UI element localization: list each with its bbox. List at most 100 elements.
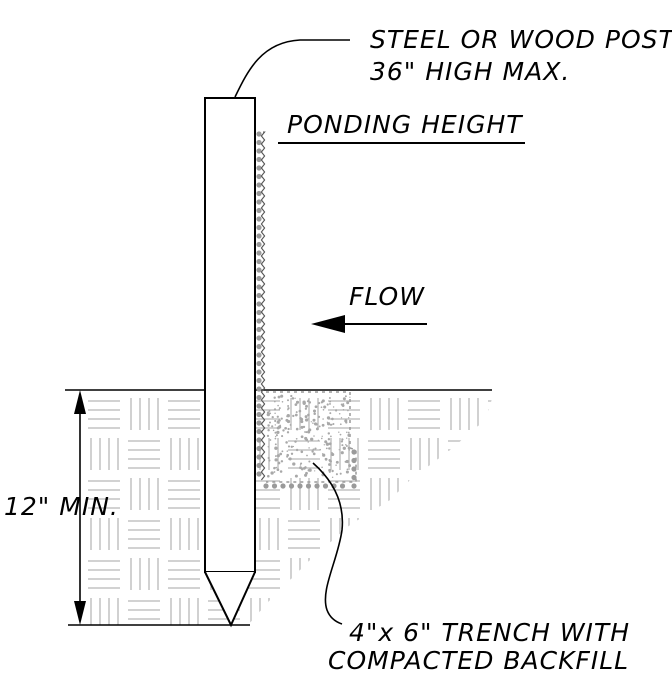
fabric-dot [256,301,262,307]
backfill-speck [289,423,292,426]
backfill-speck [285,441,288,444]
fabric-dot [256,462,262,469]
backfill-speck [312,452,316,456]
backfill-speck [346,431,348,434]
backfill-speck [274,424,276,426]
fabric-dot [256,403,262,409]
backfill-speck [340,417,343,419]
backfill-speck [332,422,335,426]
backfill-speck [324,457,328,461]
backfill-speck [331,476,334,479]
backfill-speck [300,435,304,439]
backfill-speck [330,435,332,438]
backfill-speck [328,397,331,399]
backfill-speck [327,432,331,435]
backfill-speck [281,450,284,453]
fabric-dot [256,199,262,205]
backfill-speck [307,418,309,420]
fabric-dot [256,360,262,367]
backfill-speck [328,442,332,446]
backfill-speck [267,446,270,448]
backfill-speck [310,437,314,441]
backfill-speck [300,462,303,465]
backfill-speck [282,429,285,432]
backfill-speck [338,413,341,415]
backfill-speck [287,405,290,407]
backfill-speck [322,418,324,420]
backfill-speck [273,471,276,473]
backfill-speck [322,408,325,411]
backfill-speck [305,431,308,434]
backfill-speck [275,434,278,437]
fabric-dot [256,309,262,316]
backfill-speck [314,405,318,409]
backfill-speck [312,448,315,451]
backfill-speck [304,415,308,419]
backfill-speck [313,412,316,415]
backfill-speck [329,402,331,405]
fabric-dot [256,335,262,341]
backfill-speck [342,397,346,401]
backfill-speck [308,447,310,449]
fabric-dot [288,483,295,489]
backfill-speck [287,427,290,431]
backfill-speck [331,417,334,421]
backfill-speck [274,435,277,438]
backfill-speck [276,468,280,472]
backfill-speck [342,446,346,450]
backfill-speck [341,438,344,441]
backfill-speck [344,395,347,398]
backfill-speck [271,415,274,419]
backfill-speck [341,404,345,407]
backfill-speck [273,396,276,399]
backfill-speck [288,457,292,461]
backfill-speck [300,420,304,424]
backfill-speck [286,415,289,418]
fabric-dot [297,483,303,489]
backfill-speck [313,435,315,437]
backfill-speck [321,423,325,427]
backfill-speck [339,433,342,436]
fabric-dot [339,483,346,489]
post-point [204,571,256,628]
backfill-speck [305,438,309,442]
fabric-dot [256,224,262,231]
backfill-speck [321,399,325,403]
backfill-speck [340,440,344,443]
backfill-speck [308,401,312,404]
fabric-dot [256,258,262,265]
backfill-speck [339,472,342,475]
fabric-dot [256,420,262,426]
backfill-speck [274,400,276,403]
backfill-speck [326,421,329,423]
soil-hatch [88,398,495,625]
backfill-speck [277,404,279,407]
backfill-speck [280,460,284,463]
backfill-speck [313,419,316,421]
fabric-dot [256,428,262,435]
backfill-speck [325,447,328,450]
backfill-speck [306,454,308,457]
backfill-speck [324,440,328,444]
backfill-speck [308,460,311,463]
backfill-speck [295,427,299,431]
backfill-speck [278,408,280,411]
backfill-speck [317,415,321,418]
backfill-speck [323,405,327,409]
fabric-dot [256,318,262,324]
backfill-speck [303,467,306,470]
backfill-speck [349,396,351,398]
backfill-speck [292,414,295,418]
flow-arrow-icon [311,315,427,333]
fabric-dot [256,190,262,197]
backfill-speck [314,447,317,450]
backfill-speck [321,435,323,437]
backfill-speck [279,452,283,456]
backfill-speck [288,446,290,448]
backfill-speck [327,438,331,441]
backfill-speck [308,468,312,472]
backfill-speck [328,463,331,466]
backfill-speck [287,399,289,402]
fabric-dot [256,437,262,443]
backfill-speck [274,437,277,440]
